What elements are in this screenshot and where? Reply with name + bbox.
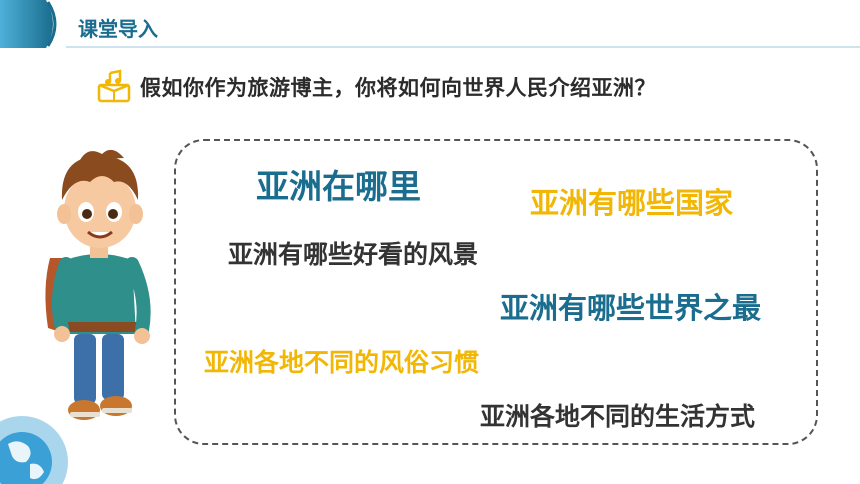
globe-icon [0,416,68,484]
question-text: 假如你作为旅游博主，你将如何向世界人民介绍亚洲？ [140,77,656,100]
page-title: 课堂导入 [78,19,158,41]
book-music-icon [97,69,131,103]
topic-world-records: 亚洲有哪些世界之最 [500,293,762,325]
header-divider [66,46,860,48]
question-row: 假如你作为旅游博主，你将如何向世界人民介绍亚洲？ [96,68,656,106]
topic-countries: 亚洲有哪些国家 [530,188,734,220]
topic-customs: 亚洲各地不同的风俗习惯 [204,349,480,377]
topic-scenery: 亚洲有哪些好看的风景 [228,241,479,269]
topic-lifestyles: 亚洲各地不同的生活方式 [480,403,756,431]
header-tab-shape [0,0,57,48]
topics-box [174,139,818,445]
topic-where: 亚洲在哪里 [256,168,421,205]
boy-traveler-illustration [45,149,151,420]
